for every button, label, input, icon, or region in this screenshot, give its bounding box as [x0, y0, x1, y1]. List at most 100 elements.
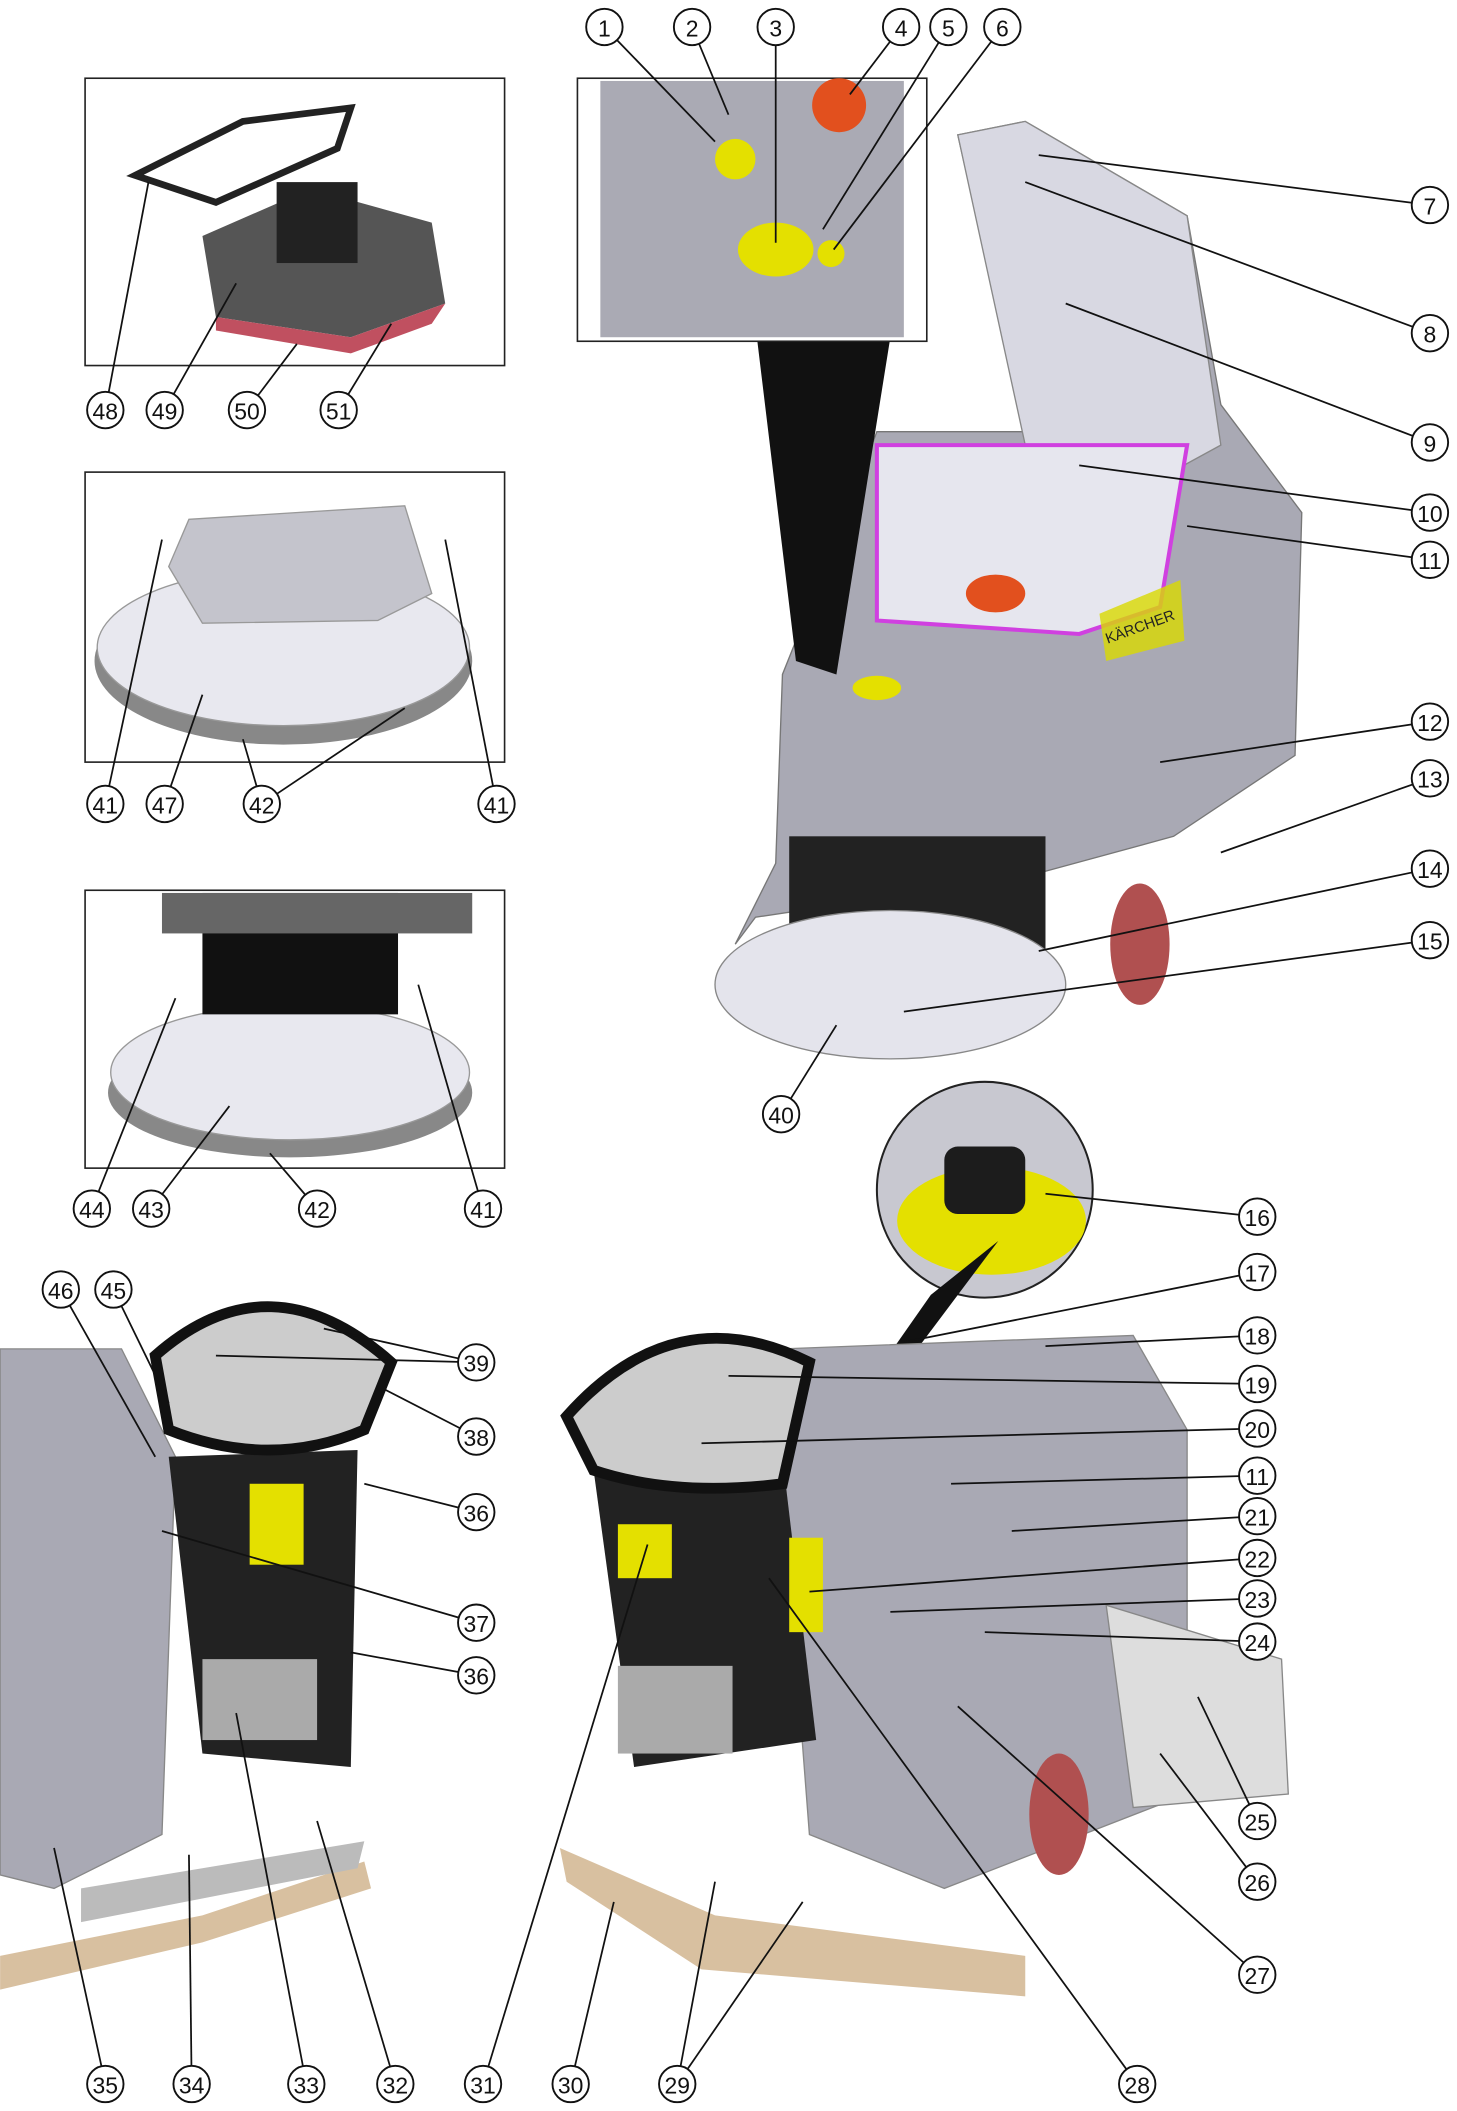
leader-line	[1079, 464, 1412, 512]
callout-49: 49	[145, 282, 237, 430]
leader-line	[890, 1598, 1240, 1613]
leader-line	[822, 41, 940, 230]
callout-number: 38	[464, 1425, 489, 1451]
callout-45: 45	[94, 1270, 170, 1404]
callout-number: 33	[294, 2072, 320, 2098]
callout-circle	[1118, 2064, 1157, 2104]
callout-circle	[463, 1189, 503, 1228]
callout-6: 6	[833, 7, 1022, 251]
leader-line	[903, 1274, 1240, 1343]
machine-rear-left-view	[0, 1301, 398, 1990]
leader-line	[172, 282, 237, 395]
leader-line	[1197, 1696, 1251, 1805]
callout-circle	[1238, 1252, 1277, 1292]
callout-number: 25	[1245, 1809, 1271, 1835]
callout-circle	[242, 784, 281, 824]
leader-line	[1038, 154, 1412, 204]
callout-circle	[145, 390, 184, 430]
callout-number: 10	[1417, 501, 1443, 527]
leader-line	[276, 707, 406, 795]
callout-circle	[457, 1417, 496, 1456]
leader-line	[1065, 302, 1414, 437]
callout-11: 11	[951, 1456, 1277, 1495]
callout-circle	[457, 1603, 496, 1642]
callout-circle	[172, 2064, 211, 2104]
callout-number: 46	[48, 1278, 74, 1304]
machine-rear-right-view	[559, 1332, 1289, 1997]
leader-line	[951, 1475, 1240, 1485]
callout-circle	[1238, 1579, 1277, 1618]
leader-line	[833, 40, 993, 251]
leader-line	[316, 1820, 391, 2067]
leader-line	[323, 1327, 459, 1360]
callout-16: 16	[1045, 1192, 1277, 1236]
callout-number: 6	[996, 15, 1009, 41]
callout-41: 41	[86, 539, 163, 824]
callout-number: 5	[942, 15, 955, 41]
callout-number: 32	[383, 2072, 409, 2098]
callout-number: 42	[304, 1197, 330, 1223]
callout-29: 29	[658, 1881, 804, 2104]
callout-46: 46	[41, 1270, 156, 1458]
callout-34: 34	[172, 1854, 211, 2104]
leader-line	[107, 181, 150, 393]
leader-line	[269, 1152, 306, 1196]
leader-line	[701, 1428, 1240, 1445]
callout-number: 34	[179, 2072, 205, 2098]
leader-line	[68, 1304, 156, 1458]
callout-circle	[457, 1492, 496, 1532]
callout-41: 41	[444, 539, 516, 824]
callout-circle	[145, 784, 184, 824]
inset-filling-ports-art	[600, 78, 904, 338]
callout-circle	[756, 7, 795, 47]
callout-36: 36	[364, 1482, 496, 1532]
leader-line	[161, 1530, 460, 1619]
callout-25: 25	[1197, 1696, 1277, 1841]
callout-number: 43	[138, 1197, 164, 1223]
callout-number: 39	[464, 1351, 489, 1377]
callout-number: 41	[470, 1197, 496, 1223]
callout-number: 35	[93, 2072, 119, 2098]
callout-12: 12	[1160, 702, 1450, 763]
callout-1: 1	[585, 7, 716, 143]
callout-circle	[1410, 185, 1450, 225]
leader-line	[444, 539, 494, 787]
brush-head-roller-art	[94, 505, 473, 745]
callout-10: 10	[1079, 464, 1450, 532]
leader-line	[1160, 723, 1413, 763]
leader-line	[347, 323, 393, 395]
callout-number: 7	[1424, 193, 1437, 219]
leader-line	[417, 984, 479, 1192]
callout-circle	[457, 1343, 496, 1382]
callout-51: 51	[319, 323, 393, 430]
leader-line	[984, 1631, 1240, 1642]
leader-line	[188, 1854, 193, 2066]
leader-line	[161, 1105, 231, 1195]
callout-circle	[1238, 1496, 1277, 1536]
callout-number: 8	[1424, 322, 1437, 348]
callout-number: 48	[93, 398, 119, 424]
callout-20: 20	[701, 1409, 1277, 1448]
callout-circle	[1238, 1456, 1277, 1495]
callout-18: 18	[1045, 1316, 1277, 1355]
brush-head-side-art	[108, 892, 473, 1158]
callout-14: 14	[1038, 849, 1450, 952]
leader-line	[679, 1881, 716, 2067]
callout-circle	[1410, 849, 1450, 888]
leader-line	[728, 1374, 1240, 1385]
callout-33: 33	[235, 1712, 326, 2104]
leader-line	[215, 1354, 459, 1363]
callout-circle	[1238, 1409, 1277, 1448]
callout-circle	[1410, 493, 1450, 532]
callout-number: 27	[1245, 1963, 1271, 1989]
callout-number: 21	[1245, 1504, 1271, 1530]
callout-number: 22	[1245, 1546, 1271, 1572]
machine-top-view: KÄRCHER	[714, 120, 1303, 1060]
callout-28: 28	[768, 1577, 1157, 2104]
leader-line	[350, 1651, 459, 1673]
callout-number: 51	[326, 398, 352, 424]
callout-7: 7	[1038, 154, 1450, 225]
leader-line	[1045, 1335, 1240, 1348]
leader-line	[849, 40, 891, 95]
